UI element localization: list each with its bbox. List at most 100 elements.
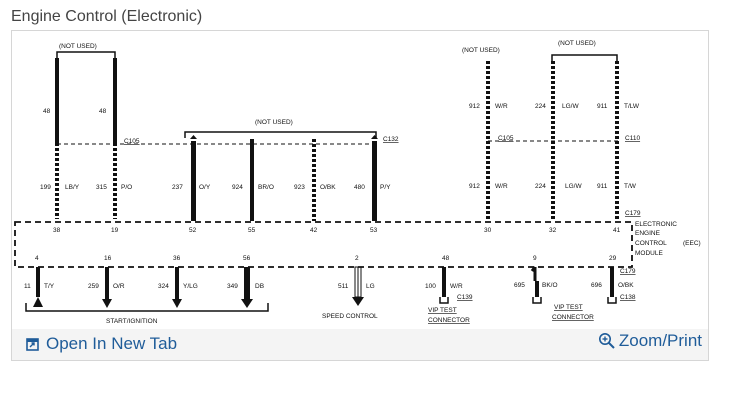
zoom-print-link[interactable]: Zoom/Print — [598, 331, 702, 351]
circuit-695: 695 — [514, 282, 525, 289]
color-p-o: P/O — [121, 184, 132, 191]
wire-100 — [439, 267, 449, 304]
not-used-label-4: (NOT USED) — [558, 40, 596, 47]
color-lb-y: LB/Y — [65, 184, 80, 191]
circuit-923: 923 — [294, 184, 305, 191]
label-speed-control: SPEED CONTROL — [322, 313, 378, 320]
circuit-911-upper: 911 — [597, 103, 608, 110]
color-db: DB — [255, 283, 264, 290]
circuit-11: 11 — [24, 283, 31, 290]
pin-53: 53 — [370, 227, 378, 234]
circuit-911-lower: 911 — [597, 183, 608, 190]
pin-55: 55 — [248, 227, 256, 234]
color-bk-o: BK/O — [542, 282, 558, 289]
circuit-259: 259 — [88, 283, 99, 290]
circuit-315: 315 — [96, 184, 107, 191]
label-vip-connector-1: CONNECTOR — [428, 317, 470, 324]
pin-32: 32 — [549, 227, 557, 234]
circuit-224-upper: 224 — [535, 103, 546, 110]
color-w-r-lower: W/R — [495, 183, 508, 190]
color-o-y: O/Y — [199, 184, 211, 191]
diagram-frame: (NOT USED) 48 48 C105 199 LB/Y 315 P/O (… — [11, 30, 709, 361]
bracket-start-ignition — [25, 303, 269, 312]
pin-29: 29 — [609, 255, 617, 262]
wire-324 — [172, 267, 182, 308]
wire-237 — [190, 135, 197, 221]
module-line-1: ELECTRONIC — [635, 221, 677, 228]
color-o-r: O/R — [113, 283, 125, 290]
color-o-bk-bottom: O/BK — [618, 282, 634, 289]
circuit-696: 696 — [591, 282, 602, 289]
not-used-label-2: (NOT USED) — [255, 119, 293, 126]
pin-42: 42 — [310, 227, 318, 234]
connector-c105-left: C105 — [124, 138, 140, 145]
module-line-2: ENGINE — [635, 230, 661, 237]
wire-11 — [33, 267, 43, 307]
wiring-diagram[interactable]: (NOT USED) 48 48 C105 199 LB/Y 315 P/O (… — [12, 31, 708, 329]
bracket-mid — [184, 131, 377, 138]
pin-9: 9 — [533, 255, 537, 262]
circuit-349: 349 — [227, 283, 238, 290]
pin-2: 2 — [355, 255, 359, 262]
wire-349 — [241, 267, 253, 308]
open-in-new-tab-link[interactable]: Open In New Tab — [26, 334, 177, 354]
color-w-r-upper: W/R — [495, 103, 508, 110]
circuit-924: 924 — [232, 184, 243, 191]
pin-38: 38 — [53, 227, 61, 234]
pin-36: 36 — [173, 255, 181, 262]
color-t-lw: T/LW — [624, 103, 640, 110]
connector-c139: C139 — [457, 294, 473, 301]
connector-c138: C138 — [620, 294, 636, 301]
module-abbrev: (EEC) — [683, 240, 701, 247]
circuit-912-upper: 912 — [469, 103, 480, 110]
circuit-48-a: 48 — [43, 108, 51, 115]
open-in-new-tab-label: Open In New Tab — [46, 334, 178, 353]
pin-48: 48 — [442, 255, 450, 262]
label-vip-connector-2: CONNECTOR — [552, 314, 594, 321]
pin-56: 56 — [243, 255, 251, 262]
connector-c179-top: C179 — [625, 210, 641, 217]
circuit-224-lower: 224 — [535, 183, 546, 190]
circuit-237: 237 — [172, 184, 183, 191]
pin-41: 41 — [613, 227, 621, 234]
module-line-3: CONTROL — [635, 240, 667, 247]
color-y-lg: Y/LG — [183, 283, 198, 290]
connector-c179-bottom: C179 — [620, 268, 636, 275]
wire-511 — [352, 266, 364, 306]
circuit-511: 511 — [338, 283, 349, 290]
color-t-y: T/Y — [44, 283, 55, 290]
circuit-480: 480 — [354, 184, 365, 191]
wire-924 — [250, 139, 254, 221]
wire-695 — [530, 266, 542, 304]
color-lg-w-lower: LG/W — [565, 183, 582, 190]
connector-c105-right: C105 — [498, 135, 514, 142]
pin-16: 16 — [104, 255, 112, 262]
circuit-324: 324 — [158, 283, 169, 290]
wire-480 — [371, 135, 378, 221]
color-w-r-bottom: W/R — [450, 283, 463, 290]
zoom-print-label: Zoom/Print — [618, 331, 702, 350]
circuit-100: 100 — [425, 283, 436, 290]
pin-52: 52 — [189, 227, 197, 234]
pin-4: 4 — [35, 255, 39, 262]
color-p-y: P/Y — [380, 184, 391, 191]
wire-48-b — [113, 58, 117, 219]
circuit-199: 199 — [40, 184, 51, 191]
not-used-label-3: (NOT USED) — [462, 47, 500, 54]
color-lg-w-upper: LG/W — [562, 103, 579, 110]
connector-c110: C110 — [625, 135, 640, 142]
wire-48-a — [55, 58, 59, 219]
color-t-w: T/W — [624, 183, 637, 190]
color-lg: LG — [366, 283, 375, 290]
wire-696 — [607, 267, 617, 304]
bracket-right — [551, 54, 618, 61]
circuit-48-b: 48 — [99, 108, 107, 115]
wire-259 — [102, 267, 112, 308]
connector-c132: C132 — [383, 136, 399, 143]
circuit-912-lower: 912 — [469, 183, 480, 190]
label-start-ignition: START/IGNITION — [106, 318, 158, 325]
open-new-tab-icon — [26, 338, 39, 351]
diagram-footer: Open In New Tab Zoom/Print — [12, 329, 708, 360]
page-title: Engine Control (Electronic) — [11, 8, 203, 25]
eec-module-box — [14, 221, 633, 268]
